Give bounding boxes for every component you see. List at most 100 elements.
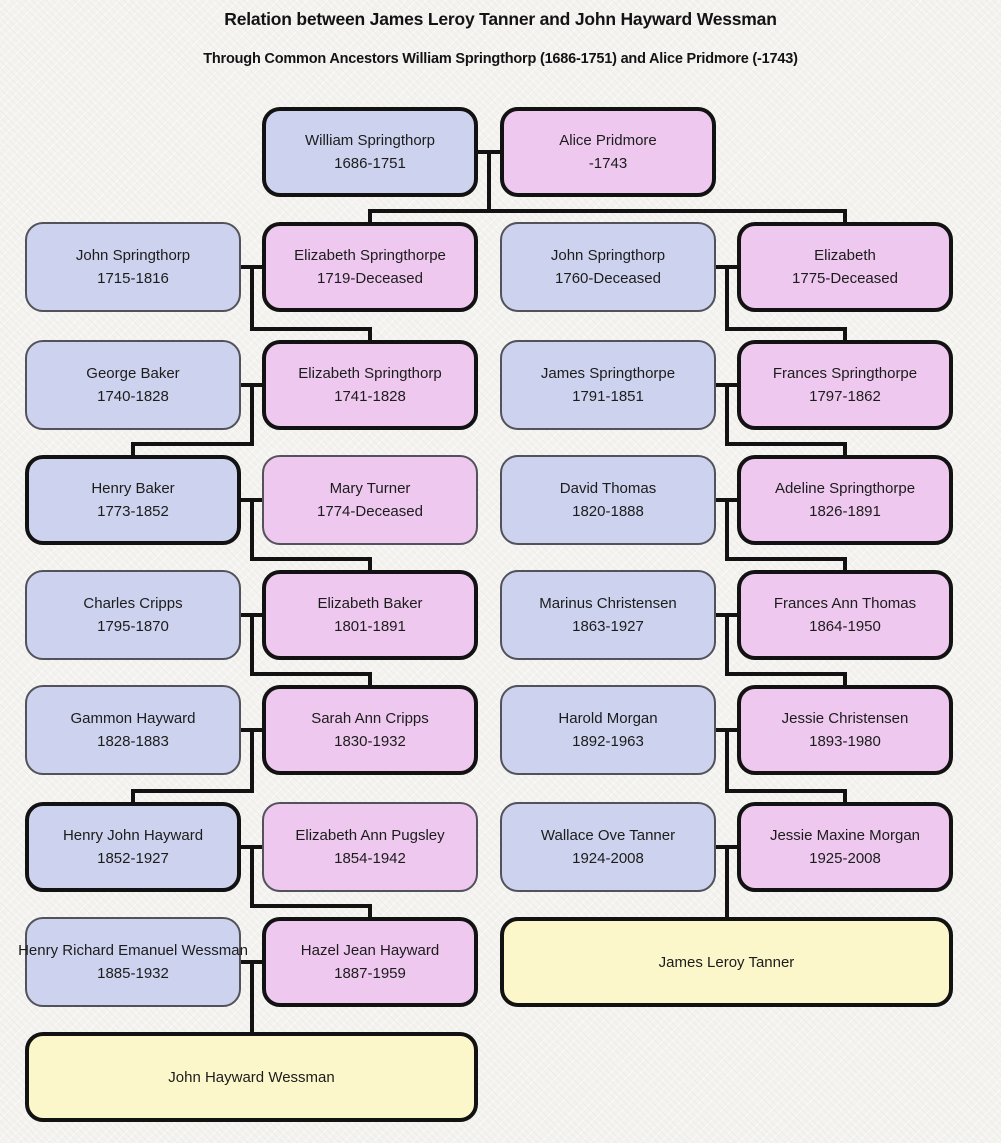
person-dates: 1791-1851 [572,388,644,405]
person-dates: 1863-1927 [572,618,644,635]
person-dates: 1760-Deceased [555,270,661,287]
connector-line [249,672,372,676]
person-box-francesann: Frances Ann Thomas 1864-1950 [737,570,953,660]
person-box-john1715: John Springthorp 1715-1816 [25,222,241,312]
connector-line [368,209,372,226]
person-name: Jessie Christensen [781,710,909,727]
connector-line [724,789,847,793]
person-dates: 1797-1862 [809,388,881,405]
person-dates: 1925-2008 [809,850,881,867]
connector-line [724,327,847,331]
connector-line [724,442,847,446]
connector-line [843,327,847,344]
connector-line [843,789,847,806]
person-box-maryturner: Mary Turner 1774-Deceased [262,455,478,545]
person-box-frances1797: Frances Springthorpe 1797-1862 [737,340,953,430]
person-name: Gammon Hayward [70,710,196,727]
person-dates: 1830-1932 [334,733,406,750]
person-name: Frances Springthorpe [772,365,918,382]
person-box-henryjohn: Henry John Hayward 1852-1927 [25,802,241,892]
person-dates: 1795-1870 [97,618,169,635]
person-dates: 1893-1980 [809,733,881,750]
person-name: Wallace Ove Tanner [540,827,676,844]
person-box-james1791: James Springthorpe 1791-1851 [500,340,716,430]
person-box-henrybaker: Henry Baker 1773-1852 [25,455,241,545]
person-dates: 1719-Deceased [317,270,423,287]
person-name: James Springthorpe [540,365,676,382]
person-name: Jessie Maxine Morgan [769,827,921,844]
connector-line [368,904,372,921]
connector-line [249,960,254,1036]
connector-line [249,728,254,793]
person-name: Mary Turner [329,480,411,497]
connector-line [368,557,372,574]
connector-line [724,613,729,676]
connector-line [249,383,254,446]
person-name: Henry Baker [91,480,175,497]
connector-line [843,557,847,574]
connector-line [843,209,847,226]
connector-line [249,613,254,676]
connector-line [843,442,847,459]
connector-line [249,265,254,331]
person-dates: 1828-1883 [97,733,169,750]
person-dates: 1773-1852 [97,503,169,520]
connector-line [131,442,254,446]
person-dates: 1864-1950 [809,618,881,635]
person-box-charles: Charles Cripps 1795-1870 [25,570,241,660]
connector-line [487,150,491,213]
connector-line [724,728,729,793]
person-box-gammon: Gammon Hayward 1828-1883 [25,685,241,775]
connector-line [249,557,372,561]
connector-line [249,845,254,908]
person-name: Hazel Jean Hayward [300,942,440,959]
connector-line [131,789,135,806]
person-dates: 1924-2008 [572,850,644,867]
person-name: John Springthorp [75,247,191,264]
person-name: Henry Richard Emanuel Wessman [18,942,248,959]
person-dates: 1715-1816 [97,270,169,287]
connector-line [843,672,847,689]
connector-line [249,498,254,561]
person-name: George Baker [86,365,180,382]
person-dates: 1852-1927 [97,850,169,867]
person-name: David Thomas [559,480,657,497]
person-dates: 1826-1891 [809,503,881,520]
person-box-alice: Alice Pridmore-1743 [500,107,716,197]
connector-line [249,327,372,331]
person-name: Elizabeth Ann Pugsley [295,827,445,844]
person-name: Henry John Hayward [62,827,204,844]
person-box-davidthomas: David Thomas 1820-1888 [500,455,716,545]
person-box-elizbaker: Elizabeth Baker 1801-1891 [262,570,478,660]
person-dates: 1801-1891 [334,618,406,635]
person-box-jessiemaxine: Jessie Maxine Morgan 1925-2008 [737,802,953,892]
person-name: William Springthorp [304,132,436,149]
person-name: Elizabeth Springthorp [298,365,442,382]
person-dates: 1820-1888 [572,503,644,520]
connector-line [368,672,372,689]
person-name: James Leroy Tanner [658,953,795,971]
connector-line [131,789,254,793]
person-name: Sarah Ann Cripps [311,710,429,727]
person-dates: 1774-Deceased [317,503,423,520]
person-box-marinus: Marinus Christensen 1863-1927 [500,570,716,660]
person-name: Charles Cripps [83,595,183,612]
person-box-johnwessman: John Hayward Wessman [25,1032,478,1122]
person-name: Marinus Christensen [539,595,677,612]
connector-line [724,265,729,331]
person-name: Frances Ann Thomas [773,595,917,612]
person-name: Elizabeth Springthorpe [294,247,446,264]
person-name: Elizabeth Baker [317,595,423,612]
connector-line [724,672,847,676]
person-name: Alice Pridmore [559,132,657,149]
